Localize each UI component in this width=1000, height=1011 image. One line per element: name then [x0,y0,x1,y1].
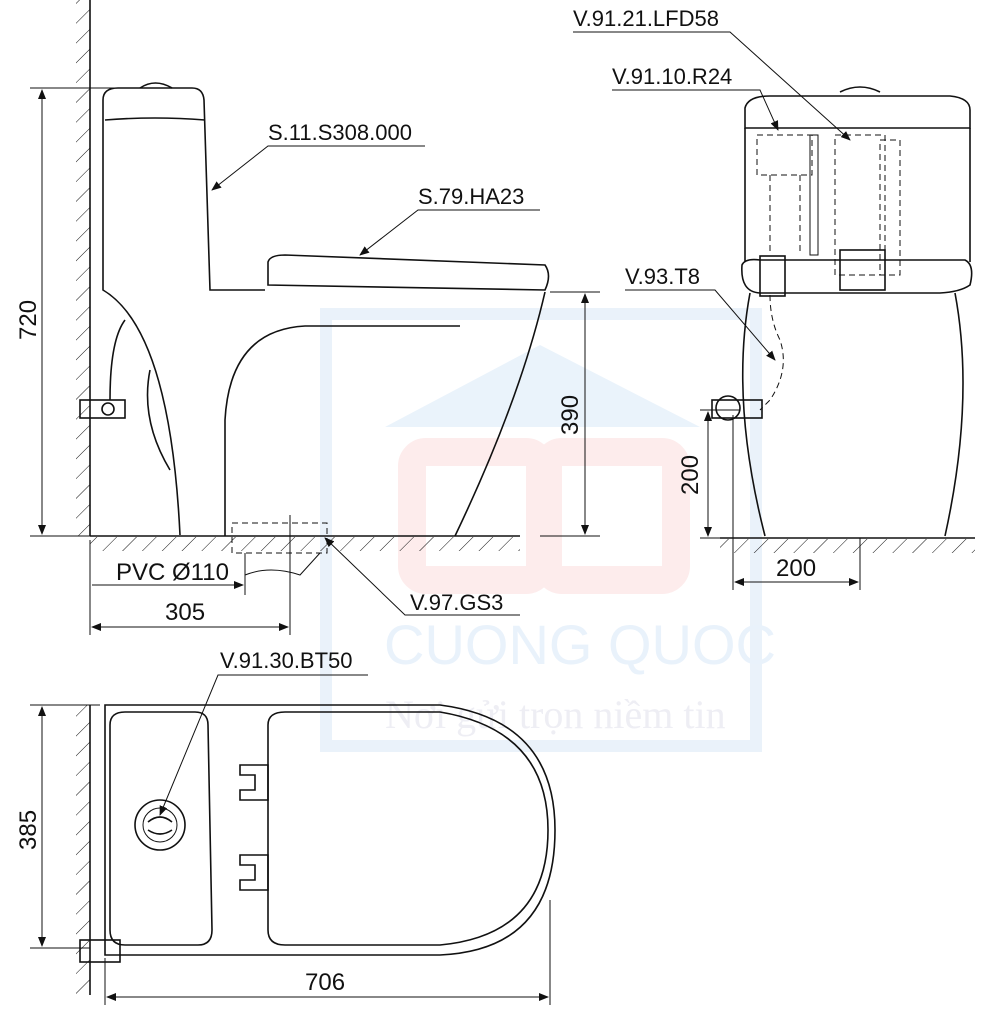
dimension-pvc: PVC Ø110 [92,555,246,595]
front-view [711,86,975,553]
part-label-body: S.11.S308.000 [211,120,425,191]
watermark-slogan: Nơi gửi trọn niềm tin [385,692,726,737]
watermark: CUONG QUOC Nơi gửi trọn niềm tin [320,308,776,752]
height-value: 720 [15,300,42,340]
dimension-390: 390 [540,291,600,537]
side-view [76,0,550,576]
dimension-200-vertical: 200 [677,409,740,539]
dimension-720: 720 [15,87,150,537]
svg-text:V.91.30.BT50: V.91.30.BT50 [220,648,353,673]
part-label-button: V.91.30.BT50 [159,648,368,816]
svg-text:S.79.HA23: S.79.HA23 [418,184,524,209]
svg-text:V.93.T8: V.93.T8 [625,264,700,289]
length-value: 706 [305,969,345,996]
watermark-brand: CUONG QUOC [384,613,776,676]
dimension-200-horizontal: 200 [732,415,861,590]
dimension-385: 385 [15,704,100,949]
rough-in-value: 305 [165,599,205,626]
part-label-hose: V.93.T8 [625,264,776,361]
dimension-706: 706 [104,900,551,1005]
part-label-fill-valve: V.91.10.R24 [612,64,779,131]
top-view [76,704,556,995]
dimension-305: 305 [89,515,291,635]
pipe-value: PVC Ø110 [116,559,229,586]
seat-height-value: 390 [557,395,584,435]
part-label-flush-valve: V.91.21.LFD58 [573,6,851,141]
svg-text:S.11.S308.000: S.11.S308.000 [268,120,412,145]
svg-text:V.91.10.R24: V.91.10.R24 [612,64,732,89]
svg-text:V.97.GS3: V.97.GS3 [410,590,503,615]
inlet-offset-value: 200 [776,555,816,582]
width-value: 385 [15,810,42,850]
part-label-gasket: V.97.GS3 [324,537,520,616]
inlet-height-value: 200 [677,455,704,495]
part-label-seat: S.79.HA23 [359,184,540,256]
svg-text:V.91.21.LFD58: V.91.21.LFD58 [573,6,719,31]
